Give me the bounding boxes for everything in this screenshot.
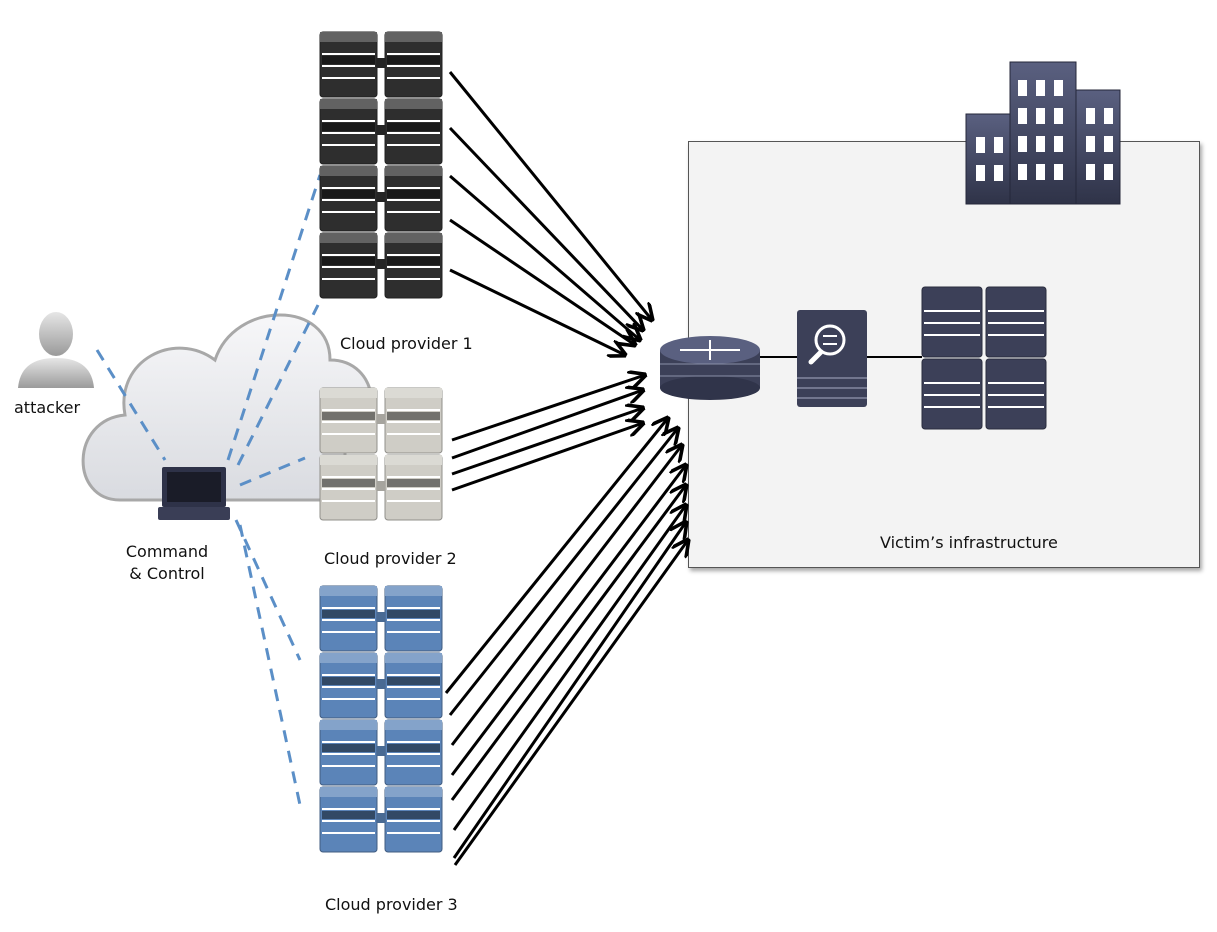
attack-arrow (448, 126, 643, 330)
control-dashed-line (236, 304, 320, 466)
server-unit (319, 232, 378, 299)
server-unit (384, 98, 443, 165)
building-window (1018, 164, 1027, 180)
attack-arrow (451, 408, 643, 476)
server-unit (319, 387, 378, 454)
server-unit (384, 786, 443, 853)
server-unit (319, 454, 378, 521)
server-unit (384, 387, 443, 454)
control-dashed-line (239, 456, 306, 487)
building-window (994, 165, 1003, 181)
ips-firewall-icon (797, 310, 867, 407)
attack-arrow (452, 505, 686, 831)
cloud-provider-2-label: Cloud provider 2 (324, 549, 457, 568)
building-window (976, 137, 985, 153)
building-window (1086, 164, 1095, 180)
attack-arrow (453, 540, 688, 866)
building-window (1018, 108, 1027, 124)
command-control-label-line2: & Control (129, 564, 205, 583)
building-window (994, 137, 1003, 153)
attack-arrow (451, 423, 643, 492)
cloud-provider-3-servers (319, 585, 443, 853)
attack-arrow (449, 174, 640, 340)
cloud-provider-2-servers (319, 387, 443, 521)
server-unit (319, 165, 378, 232)
building-window (1086, 108, 1095, 124)
building-window (1018, 80, 1027, 96)
server-unit (384, 232, 443, 299)
building-window (1036, 108, 1045, 124)
command-control-label-line1: Command (125, 542, 209, 561)
server-unit (384, 31, 443, 98)
control-dashed-line (234, 519, 302, 661)
control-dashed-line (95, 349, 167, 461)
attack-arrow (452, 522, 686, 859)
building-window (1104, 164, 1113, 180)
server-unit (319, 652, 378, 719)
server-unit (384, 165, 443, 232)
victim-infrastructure-label: Victim’s infrastructure (880, 533, 1058, 552)
control-dashed-line (238, 524, 302, 806)
building-window (976, 165, 985, 181)
building-window (1054, 108, 1063, 124)
server-unit (319, 786, 378, 853)
server-unit (319, 585, 378, 652)
attacker-label: attacker (14, 398, 81, 417)
person-icon (18, 312, 94, 388)
server-unit (384, 719, 443, 786)
building-window (1018, 136, 1027, 152)
building-window (1036, 80, 1045, 96)
building-window (1054, 80, 1063, 96)
server-unit (384, 454, 443, 521)
attack-arrow (448, 71, 652, 320)
server-unit (319, 98, 378, 165)
attack-arrow (450, 445, 682, 746)
attack-arrow (451, 375, 645, 442)
command-control-label: Command & Control (112, 541, 222, 585)
attack-arrow (451, 390, 643, 460)
attack-arrows (444, 71, 688, 866)
cloud-icon (81, 313, 374, 502)
server-unit (319, 719, 378, 786)
cloud-provider-1-servers (319, 31, 443, 299)
attack-arrow (450, 465, 686, 776)
attack-arrow (449, 218, 635, 345)
server-icon (921, 286, 1047, 430)
router-firewall-icon (660, 336, 760, 400)
attack-arrow (444, 418, 668, 694)
building-window (1104, 108, 1113, 124)
building-window (1036, 136, 1045, 152)
cloud-provider-1-label: Cloud provider 1 (340, 334, 473, 353)
control-lines (95, 174, 322, 806)
server-unit (319, 31, 378, 98)
building-window (1054, 164, 1063, 180)
building-window (1054, 136, 1063, 152)
building-icon (965, 61, 1121, 205)
control-dashed-line (226, 174, 322, 461)
attack-arrow (448, 428, 678, 716)
server-unit (384, 652, 443, 719)
laptop-icon (158, 467, 230, 520)
building-window (1104, 136, 1113, 152)
cloud-provider-3-label: Cloud provider 3 (325, 895, 458, 914)
building-window (1086, 136, 1095, 152)
server-unit (384, 585, 443, 652)
building-window (1036, 164, 1045, 180)
attack-arrow (449, 268, 625, 355)
attack-arrow (450, 485, 686, 801)
